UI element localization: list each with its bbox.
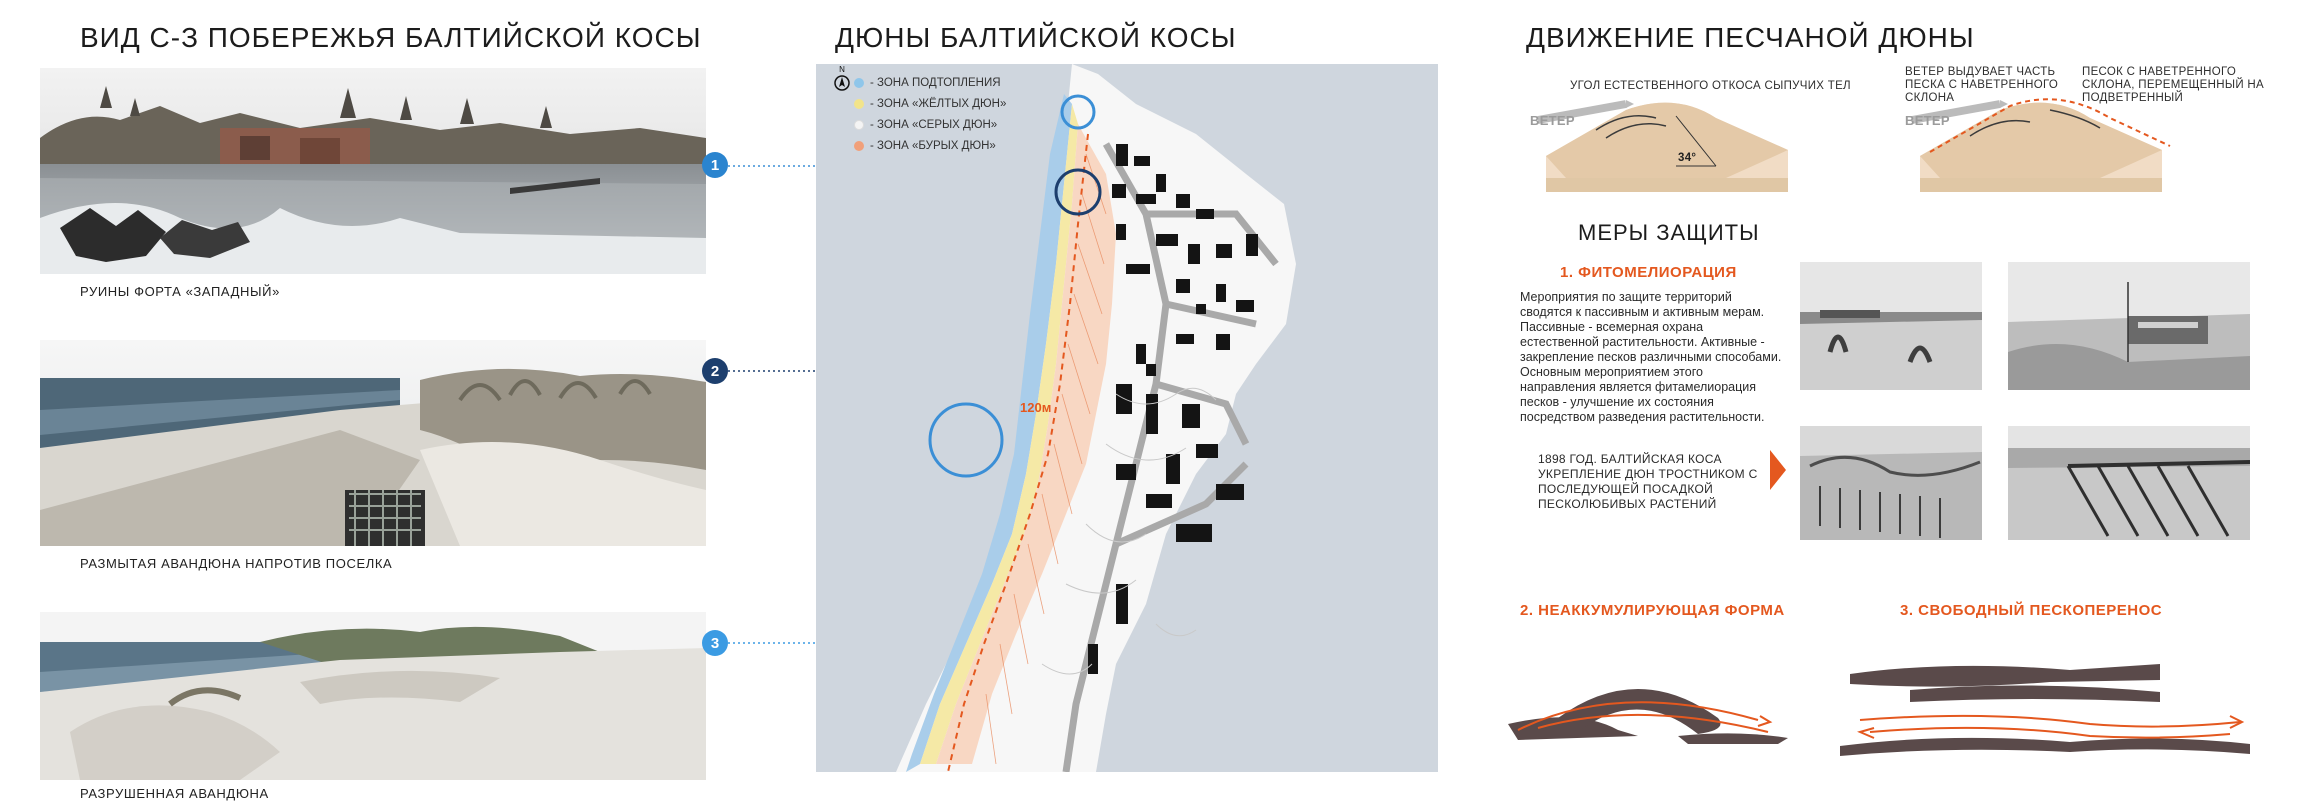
archive-photo-1	[1800, 262, 1982, 390]
legend-swatch-icon	[854, 120, 864, 130]
dune-movement-title: ДВИЖЕНИЕ ПЕСЧАНОЙ ДЮНЫ	[1526, 22, 1975, 53]
non-accumulating-shape-diagram	[1508, 689, 1788, 744]
marker-badge-2[interactable]: 2	[702, 358, 728, 384]
photo-fort-ruins	[40, 68, 706, 274]
legend-swatch-icon	[854, 78, 864, 88]
archive-photo-3	[1800, 426, 1982, 540]
dunes-map[interactable]: N - ЗОНА ПОДТОПЛЕНИЯ - ЗОНА «ЖЁЛТЫХ ДЮН»…	[816, 64, 1438, 772]
arrow-right-icon	[1770, 450, 1786, 490]
wind-label-2: ВЕТЕР	[1905, 113, 1950, 128]
photo-eroded-foredune	[40, 340, 706, 546]
legend-item-flood: - ЗОНА ПОДТОПЛЕНИЯ	[854, 77, 1001, 89]
measure-2-title: 2. НЕАККУМУЛИРУЮЩАЯ ФОРМА	[1520, 602, 1785, 619]
photo-destroyed-foredune	[40, 612, 706, 780]
dune-transport-diagram	[1911, 98, 2171, 192]
measure-3-title: 3. СВОБОДНЫЙ ПЕСКОПЕРЕНОС	[1900, 602, 2163, 619]
marker-badge-3[interactable]: 3	[702, 630, 728, 656]
map-title: ДЮНЫ БАЛТИЙСКОЙ КОСЫ	[835, 22, 1237, 53]
wind-label-1: ВЕТЕР	[1530, 113, 1575, 128]
legend-item-yellow: - ЗОНА «ЖЁЛТЫХ ДЮН»	[854, 98, 1006, 110]
north-label: N	[839, 65, 845, 74]
dune-slope-diagram	[1537, 100, 1788, 192]
photo-caption-3: РАЗРУШЕННАЯ АВАНДЮНА	[80, 786, 269, 801]
legend-swatch-icon	[854, 141, 864, 151]
sand-moved-label: ПЕСОК С НАВЕТРЕННОГО СКЛОНА, ПЕРЕМЕЩЕННЫ…	[2082, 66, 2264, 104]
photo-caption-1: РУИНЫ ФОРТА «ЗАПАДНЫЙ»	[80, 284, 280, 299]
legend-item-brown: - ЗОНА «БУРЫХ ДЮН»	[854, 140, 996, 152]
angle-label: УГОЛ ЕСТЕСТВЕННОГО ОТКОСА СЫПУЧИХ ТЕЛ	[1570, 80, 1851, 92]
north-arrow-icon: N	[832, 64, 852, 92]
history-note: 1898 ГОД. БАЛТИЙСКАЯ КОСА УКРЕПЛЕНИЕ ДЮН…	[1538, 452, 1758, 511]
protection-title: МЕРЫ ЗАЩИТЫ	[1578, 220, 1760, 245]
wind-blows-label: ВЕТЕР ВЫДУВАЕТ ЧАСТЬ ПЕСКА С НАВЕТРЕННОГ…	[1905, 66, 2059, 104]
marker-badge-1[interactable]: 1	[702, 152, 728, 178]
free-sand-transport-diagram	[1840, 664, 2250, 756]
archive-photo-4	[2008, 426, 2250, 540]
legend-swatch-icon	[854, 99, 864, 109]
legend-label: - ЗОНА «БУРЫХ ДЮН»	[870, 140, 996, 152]
left-section-title: ВИД С-З ПОБЕРЕЖЬЯ БАЛТИЙСКОЙ КОСЫ	[80, 22, 702, 53]
measure-1-text: Мероприятия по защите территорий сводятс…	[1520, 290, 1782, 424]
measure-1-title: 1. ФИТОМЕЛИОРАЦИЯ	[1560, 264, 1737, 281]
angle-value: 34°	[1678, 152, 1697, 164]
legend-label: - ЗОНА «ЖЁЛТЫХ ДЮН»	[870, 98, 1007, 110]
legend-label: - ЗОНА ПОДТОПЛЕНИЯ	[870, 77, 1001, 89]
legend-label: - ЗОНА «СЕРЫХ ДЮН»	[870, 119, 998, 131]
archive-photo-2	[2008, 262, 2250, 390]
photo-caption-2: РАЗМЫТАЯ АВАНДЮНА НАПРОТИВ ПОСЕЛКА	[80, 556, 393, 571]
distance-label: 120м	[1020, 400, 1052, 415]
legend-item-grey: - ЗОНА «СЕРЫХ ДЮН»	[854, 119, 997, 131]
